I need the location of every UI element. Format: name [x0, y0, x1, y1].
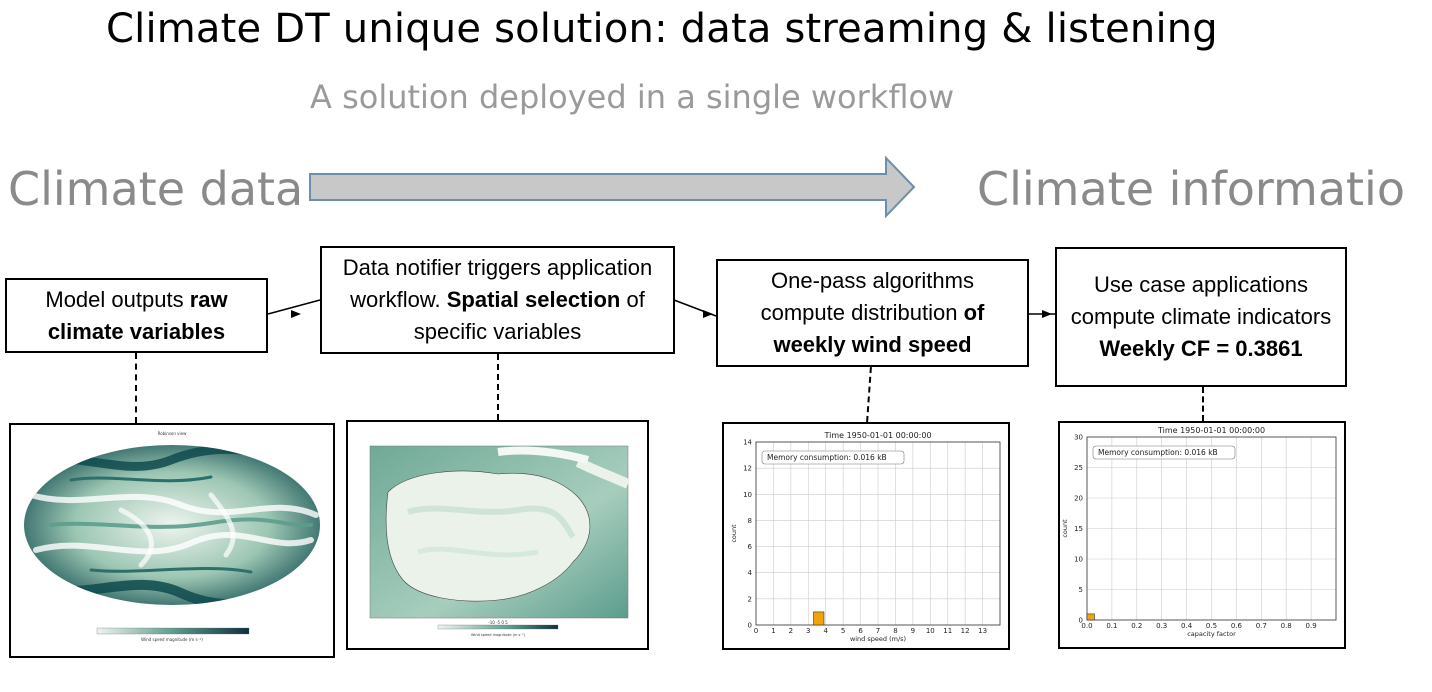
y-tick-label: 10	[743, 491, 752, 499]
y-tick-label: 14	[743, 439, 752, 447]
slide-title: Climate DT unique solution: data streami…	[106, 6, 1218, 52]
y-tick-label: 20	[1074, 495, 1083, 503]
climate-data-label: Climate data	[8, 162, 304, 216]
svg-text:Robinson view: Robinson view	[158, 431, 188, 436]
x-tick-label: 3	[806, 627, 810, 635]
dashed-link-1	[135, 353, 137, 423]
memory-annotation-box	[761, 450, 905, 465]
x-tick-label: 9	[911, 627, 915, 635]
x-tick-label: 0.8	[1281, 622, 1292, 630]
y-tick-label: 4	[748, 569, 753, 577]
x-tick-label: 0.4	[1181, 622, 1193, 630]
y-axis-label: count	[730, 524, 738, 543]
memory-annotation-box	[1092, 445, 1236, 460]
y-tick-label: 15	[1074, 525, 1083, 533]
x-tick-label: 2	[789, 627, 793, 635]
memory-annotation: Memory consumption: 0.016 kB	[1098, 448, 1218, 457]
x-tick-label: 1	[771, 627, 775, 635]
x-tick-label: 8	[893, 627, 897, 635]
step-box-use-case: Use case applications compute climate in…	[1055, 247, 1347, 387]
dashed-link-2	[497, 354, 499, 420]
svg-text:Wind speed magnitude (m s⁻¹): Wind speed magnitude (m s⁻¹)	[141, 637, 203, 642]
y-tick-label: 5	[1079, 586, 1083, 594]
x-tick-label: 12	[961, 627, 970, 635]
y-tick-label: 8	[748, 517, 752, 525]
x-tick-label: 10	[926, 627, 935, 635]
svg-text:Wind speed magnitude (m s⁻¹): Wind speed magnitude (m s⁻¹)	[471, 633, 526, 637]
x-tick-label: 0.1	[1106, 622, 1117, 630]
y-axis-label: count	[1061, 519, 1069, 538]
step-connectors	[267, 299, 1056, 318]
climate-information-label: Climate informatio	[977, 162, 1405, 216]
y-tick-label: 6	[748, 543, 753, 551]
memory-annotation: Memory consumption: 0.016 kB	[767, 453, 887, 462]
iberia-wind-map: -10 -5 0 5 Wind speed magnitude (m s⁻¹)	[369, 445, 631, 637]
plot-frame	[755, 441, 1001, 626]
flow-arrow	[309, 156, 916, 218]
chart-title: Time 1950-01-01 00:00:00	[1157, 426, 1265, 435]
capacity-factor-histogram: 0.0 0.1 0.2 0.3 0.4 0.5 0.6 0.7 0.8 0.9 0 5 10 15 20 25…	[1061, 426, 1337, 638]
x-tick-label: 13	[978, 627, 987, 635]
x-tick-label: 0.7	[1256, 622, 1267, 630]
x-tick-label: 0.3	[1156, 622, 1167, 630]
x-tick-label: 4	[823, 627, 828, 635]
histogram-bar	[1086, 613, 1095, 621]
x-axis-label: wind speed (m/s)	[850, 635, 906, 643]
y-tick-label: 10	[1074, 556, 1083, 564]
chart-title: Time 1950-01-01 00:00:00	[823, 431, 931, 440]
global-wind-map: Robinson view Wind speed magnitude (m s⁻…	[24, 431, 320, 642]
x-tick-label: 0.5	[1206, 622, 1217, 630]
global-wind-map-panel: Robinson view Wind speed magnitude (m s⁻…	[9, 423, 335, 658]
y-tick-label: 30	[1074, 434, 1083, 442]
x-tick-label: 7	[876, 627, 880, 635]
x-tick-label: 6	[858, 627, 863, 635]
x-tick-label: 0.0	[1081, 622, 1092, 630]
x-tick-label: 0.6	[1231, 622, 1243, 630]
y-tick-label: 12	[743, 465, 752, 473]
y-tick-label: 0	[1079, 617, 1083, 625]
histogram-bar	[813, 611, 825, 626]
x-tick-label: 11	[943, 627, 952, 635]
y-tick-label: 2	[748, 595, 752, 603]
y-tick-label: 0	[748, 622, 752, 630]
slide-subtitle: A solution deployed in a single workflow	[310, 78, 955, 116]
x-tick-label: 0	[754, 627, 758, 635]
dashed-link-4	[1202, 387, 1204, 421]
iberia-wind-map-panel: -10 -5 0 5 Wind speed magnitude (m s⁻¹)	[346, 420, 649, 650]
capacity-factor-histogram-panel: 0.0 0.1 0.2 0.3 0.4 0.5 0.6 0.7 0.8 0.9 0 5 10 15 20 25…	[1058, 421, 1346, 649]
svg-text:-10 -5 0 5: -10 -5 0 5	[488, 620, 508, 625]
x-tick-label: 0.2	[1131, 622, 1142, 630]
step-box-one-pass: One-pass algorithms compute distribution…	[716, 259, 1029, 367]
x-tick-label: 0.9	[1306, 622, 1317, 630]
y-tick-label: 25	[1074, 464, 1083, 472]
step-box-data-notifier: Data notifier triggers application workf…	[320, 246, 675, 354]
plot-frame	[1086, 436, 1337, 621]
x-axis-label: capacity factor	[1187, 630, 1236, 638]
x-tick-label: 5	[841, 627, 845, 635]
